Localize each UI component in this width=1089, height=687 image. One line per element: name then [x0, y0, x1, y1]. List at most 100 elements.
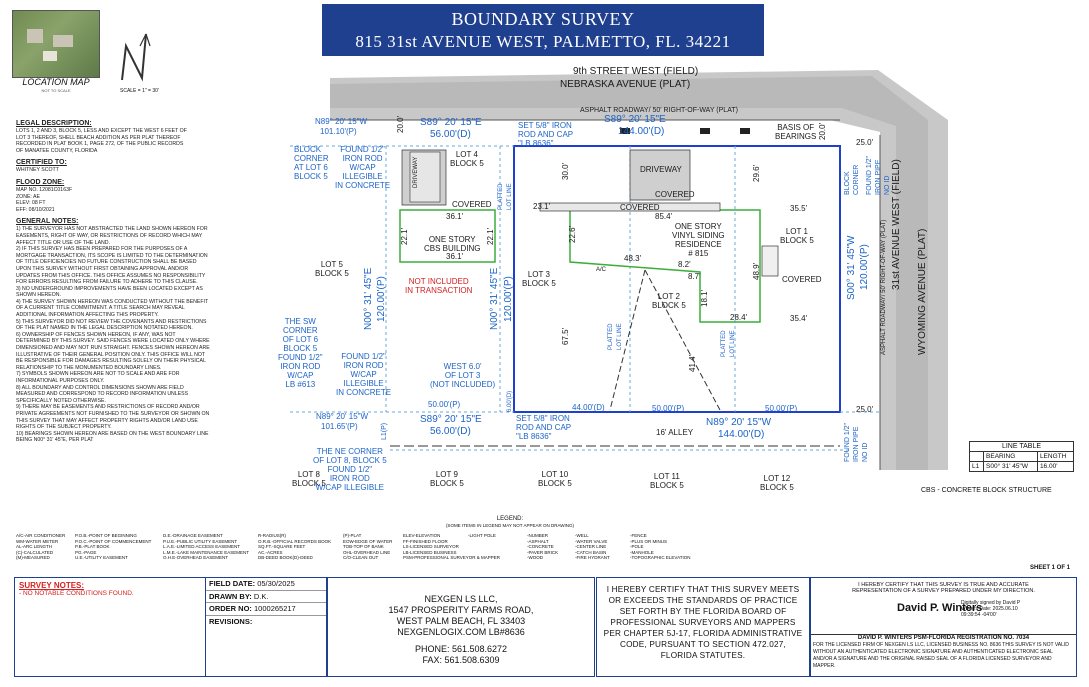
legend-item: A/C-AIR CONDITIONER — [16, 533, 66, 538]
legend-item: (P)-PLAT — [343, 533, 362, 538]
lot2-label: LOT 2 BLOCK 5 — [652, 292, 686, 310]
legend-item: -POLE — [630, 544, 644, 550]
general-note: 1) THE SURVEYOR HAS NOT ABSTRACTED THE L… — [16, 226, 208, 246]
found-rod-mid: FOUND 1/2" IRON ROD W/CAP ILLEGIBLE IN C… — [336, 352, 392, 397]
dim-85-4: 85.4' — [655, 212, 673, 221]
west-bearing: N00° 31' 45"E — [489, 267, 500, 330]
legend-item: -CATCH BASIN — [575, 549, 607, 555]
legend-item: WM-WATER METER — [16, 538, 59, 544]
dim-36-1-bottom: 36.1' — [446, 252, 464, 261]
dim-22-1-right: 22.1' — [486, 227, 495, 245]
north-bearing: S89° 20' 15"E — [604, 114, 666, 125]
lot10-label: LOT 10 BLOCK 5 — [538, 470, 572, 488]
legend-item: SQ.FT.-SQUARE FEET — [258, 544, 306, 550]
legend-item: R-RADIUS(R) — [258, 533, 286, 538]
location-map-sublabel: NOT TO SCALE — [41, 88, 71, 93]
dim-22-1-left: 22.1' — [400, 227, 409, 245]
general-note: 9) THERE MAY BE EASEMENTS AND RESTRICTIO… — [16, 404, 210, 431]
dim-28-4: 28.4' — [730, 313, 748, 322]
general-note: 10) BEARINGS SHOWN HEREON ARE BASED ON T… — [16, 430, 209, 444]
general-note: 4) THE SURVEY SHOWN HEREON WAS CONDUCTED… — [16, 298, 209, 319]
dim-50-00-b: 50.00'(P) — [652, 404, 685, 413]
order-number: 1000265217 — [254, 604, 296, 613]
general-note: 8) ALL BOUNDARY AND CONTROL DIMENSIONS S… — [16, 384, 189, 404]
legal-heading: LEGAL DESCRIPTION: — [16, 120, 92, 127]
lot12-label: LOT 12 BLOCK 5 — [760, 474, 794, 492]
legend-item: P.B.-PLAT BOOK — [75, 544, 110, 550]
general-notes-heading: GENERAL NOTES: — [16, 218, 79, 226]
company-address1: 1547 PROSPERITY FARMS ROAD, — [388, 605, 534, 615]
company-web: NEXGENLOGIX.COM LB#8636 — [397, 627, 525, 637]
line-table-cell: 16.00' — [1036, 461, 1075, 472]
legend-subtitle: (SOME ITEMS IN LEGEND MAY NOT APPEAR ON … — [445, 523, 575, 528]
dim-67-5: 67.5' — [561, 327, 570, 345]
line-table: LINE TABLE BEARING LENGTH L1 S00° 31' 45… — [968, 441, 1075, 472]
legend-item: LB-LICENSED BUSINESS — [403, 549, 457, 555]
digital-signature: Digitally signed by David P Winters Date… — [961, 600, 1021, 618]
field-date-label: FIELD DATE: — [209, 579, 256, 588]
legend-col: P.O.B.-POINT OF BEGINNING P.O.C.-POINT O… — [75, 533, 151, 561]
legend-col: A/C-AIR CONDITIONER WM-WATER METER AL-AR… — [16, 533, 65, 561]
driveway-label: DRIVEWAY — [640, 165, 682, 174]
nw-bearing: N89° 20' 15"W — [315, 117, 368, 126]
dim-18-1: 18.1' — [700, 289, 709, 307]
covered-lot4 — [409, 151, 441, 203]
flood-line: ZONE: AE — [16, 193, 40, 200]
legend-item: O.R.B.-OFFICIAL RECORDS BOOK — [258, 538, 332, 544]
flood-line: MAP NO. 12081C0163F — [16, 186, 73, 193]
east-bearing: S00° 31' 45"W — [846, 235, 857, 301]
line-table-cell: L1 — [968, 461, 985, 472]
dim-6-00: 6.00'(D) — [507, 390, 513, 412]
legend-item: -WELL — [575, 533, 589, 538]
lot4-north-bearing: S89° 20' 15"E — [420, 117, 482, 128]
west-distance: 120.00'(P) — [503, 276, 514, 322]
residence-label: ONE STORY VINYL SIDING RESIDENCE # 815 — [672, 222, 725, 258]
legend-item: FF-FINISHED FLOOR — [403, 538, 448, 544]
west-6-label: WEST 6.0' OF LOT 3 (NOT INCLUDED) — [430, 362, 496, 389]
legend-col: R-RADIUS(R) O.R.B.-OFFICIAL RECORDS BOOK… — [258, 533, 331, 561]
certified-name: WHITNEY SCOTT — [16, 167, 59, 174]
legend-item: -MANHOLE — [630, 549, 654, 555]
lot4-label: LOT 4 BLOCK 5 — [450, 150, 484, 168]
lot3-label: LOT 3 BLOCK 5 — [522, 270, 556, 288]
legend-item: -ASPHALT — [527, 538, 549, 544]
left-notes-panel: LEGAL DESCRIPTION: LOTS 1, 2 AND 3, BLOC… — [16, 115, 306, 444]
dim-8-7: 8.7' — [688, 272, 701, 281]
legend-item: ELEV-ELEVATION — [403, 533, 441, 538]
dim-50-00-a: 50.00'(P) — [428, 400, 461, 409]
alley-label: 16' ALLEY — [656, 428, 694, 437]
legend-col: (P)-PLAT EOW-EDGE OF WATER TOB-TOP OF BA… — [343, 533, 392, 561]
dim-20-0-left: 20.0' — [396, 115, 405, 133]
dim-22-6: 22.6' — [568, 225, 577, 243]
road-inner — [330, 76, 928, 470]
covered-label: COVERED — [655, 190, 695, 199]
driveway-lot4-label: DRIVEWAY — [413, 156, 419, 188]
found-pipe-se: FOUND 1/2" IRON PIPE NO ID — [844, 422, 869, 462]
drawn-by-label: DRAWN BY: — [209, 591, 252, 601]
location-map — [12, 10, 100, 78]
survey-title: BOUNDARY SURVEY — [451, 9, 635, 29]
legend-item: PSM-PROFESSIONAL SURVEYOR & MAPPER — [403, 555, 501, 561]
dim-23-1: 23.1' — [533, 202, 551, 211]
block-corner-lot6: BLOCK CORNER AT LOT 6 BLOCK 5 — [294, 145, 329, 181]
ac-label: A/C — [596, 267, 607, 273]
found-pipe-ne: FOUND 1/2" IRON PIPE NO ID — [866, 155, 891, 195]
flood-line: ELEV: 08 FT — [16, 200, 46, 207]
legend-item: -NUMBER — [527, 533, 548, 538]
lot4-south-bearing: S89° 20' 15"E — [420, 414, 482, 425]
legend-item: -TOPOGRAPHIC ELEVATION — [630, 555, 691, 561]
line-table-header: BEARING — [983, 451, 1038, 462]
certification-text: I HEREBY CERTIFY THAT THIS SURVEY MEETS … — [603, 585, 803, 660]
dim-29-6: 29.6' — [752, 164, 761, 182]
line-table-title: LINE TABLE — [969, 441, 1074, 451]
pole-marker — [620, 128, 630, 134]
line-table-cell: S00° 31' 45"W — [983, 461, 1038, 472]
legend-item: -LIGHT POLE — [468, 533, 496, 538]
found-rod-top: FOUND 1/2" IRON ROD W/CAP ILLEGIBLE IN C… — [335, 145, 391, 190]
covered-porch — [761, 245, 779, 277]
nw-distance: 101.10'(P) — [320, 127, 357, 136]
south-distance: 144.00'(D) — [718, 429, 765, 440]
covered-porch-label: COVERED — [782, 275, 822, 284]
road-north-row: ASPHALT ROADWAY/ 50' RIGHT-OF-WAY (PLAT) — [580, 107, 738, 114]
